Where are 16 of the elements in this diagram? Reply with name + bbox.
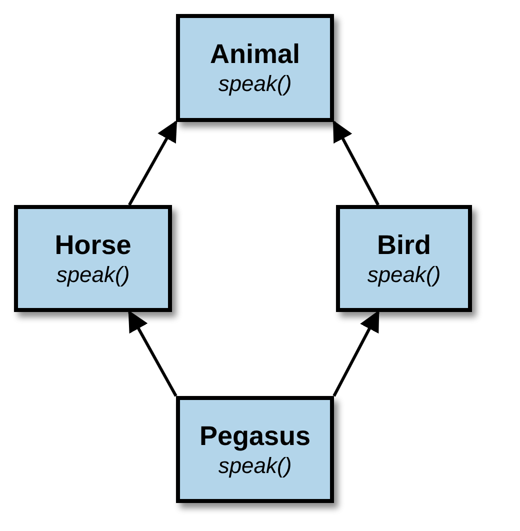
method-name: speak() <box>367 260 441 288</box>
class-box <box>176 396 334 503</box>
arrow <box>332 310 380 397</box>
class-name: Pegasus <box>199 420 311 452</box>
class-name: Horse <box>54 228 132 260</box>
class-box <box>336 205 472 312</box>
class-box <box>176 14 334 122</box>
method-name: speak() <box>56 260 130 288</box>
class-box <box>14 205 172 312</box>
arrow <box>128 120 178 206</box>
class-name: Bird <box>377 228 431 260</box>
method-name: speak() <box>218 452 292 480</box>
arrow <box>332 120 380 206</box>
class-name: Animal <box>210 38 300 70</box>
arrow <box>128 310 178 397</box>
method-name: speak() <box>218 70 292 98</box>
